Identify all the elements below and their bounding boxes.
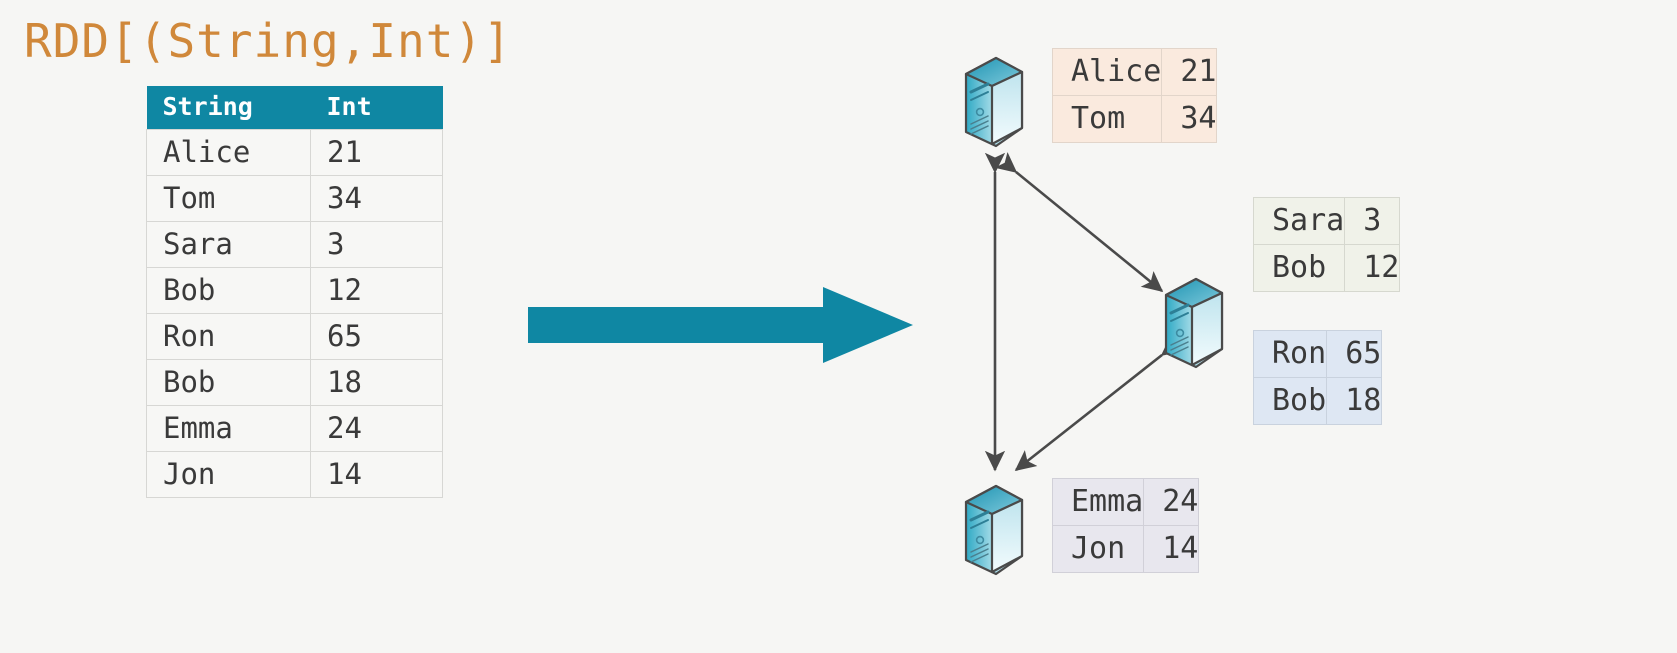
table-row: Bob 18: [1252, 377, 1383, 425]
cell-value: 3: [1344, 197, 1401, 245]
cell-key: Jon: [1051, 525, 1145, 573]
page-title: RDD[(String,Int)]: [24, 14, 512, 68]
cell-key: Ron: [1252, 330, 1328, 378]
cell-value: 65: [310, 313, 443, 360]
cell-key: Sara: [1252, 197, 1346, 245]
column-header-int: Int: [310, 86, 443, 130]
table-row: Sara 3: [1252, 197, 1401, 245]
cell-value: 24: [310, 405, 443, 452]
cell-value: 18: [310, 359, 443, 406]
connector-top-to-middle: [994, 151, 1164, 293]
cell-value: 12: [310, 267, 443, 314]
table-row: Emma 24: [146, 405, 443, 452]
table-header-row: String Int: [146, 86, 443, 130]
table-row: Tom 34: [146, 175, 443, 222]
cell-value: 14: [310, 451, 443, 498]
table-row: Ron 65: [1252, 330, 1383, 378]
table-row: Bob 12: [146, 267, 443, 314]
cell-value: 21: [1161, 48, 1218, 96]
cell-key: Emma: [146, 405, 311, 452]
cell-value: 34: [1161, 95, 1218, 143]
cell-value: 24: [1143, 478, 1200, 526]
table-row: Alice 21: [1051, 48, 1218, 96]
table-row: Sara 3: [146, 221, 443, 268]
table-row: Jon 14: [146, 451, 443, 498]
server-icon: [964, 56, 1024, 148]
cell-key: Bob: [1252, 244, 1346, 292]
cell-key: Tom: [1051, 95, 1163, 143]
partition-table-1: Alice 21 Tom 34: [1051, 48, 1218, 143]
table-row: Jon 14: [1051, 525, 1200, 573]
cell-value: 34: [310, 175, 443, 222]
cell-key: Alice: [1051, 48, 1163, 96]
cluster-connectors: [984, 151, 1184, 472]
partition-table-4: Emma 24 Jon 14: [1051, 478, 1200, 573]
table-row: Ron 65: [146, 313, 443, 360]
table-row: Bob 12: [1252, 244, 1401, 292]
table-row: Tom 34: [1051, 95, 1218, 143]
cluster-diagram: Alice 21 Tom 34: [940, 30, 1677, 630]
cell-value: 21: [310, 129, 443, 176]
cell-key: Bob: [1252, 377, 1328, 425]
cell-key: Emma: [1051, 478, 1145, 526]
cell-value: 3: [310, 221, 443, 268]
cell-value: 14: [1143, 525, 1200, 573]
server-icon: [964, 484, 1024, 576]
connector-middle-to-bottom: [1014, 335, 1184, 472]
cell-key: Tom: [146, 175, 311, 222]
right-arrow-icon: [528, 287, 913, 363]
source-rdd-table: String Int Alice 21 Tom 34 Sara 3 Bob 12…: [146, 86, 443, 498]
cell-key: Bob: [146, 267, 311, 314]
cell-key: Ron: [146, 313, 311, 360]
cell-key: Bob: [146, 359, 311, 406]
table-row: Bob 18: [146, 359, 443, 406]
cell-value: 12: [1344, 244, 1401, 292]
table-row: Emma 24: [1051, 478, 1200, 526]
cell-value: 18: [1326, 377, 1383, 425]
cell-value: 65: [1326, 330, 1383, 378]
partition-table-3: Ron 65 Bob 18: [1252, 330, 1383, 425]
cell-key: Jon: [146, 451, 311, 498]
column-header-string: String: [146, 86, 311, 130]
cell-key: Alice: [146, 129, 311, 176]
partition-table-2: Sara 3 Bob 12: [1252, 197, 1401, 292]
server-icon: [1164, 277, 1224, 369]
cell-key: Sara: [146, 221, 311, 268]
table-row: Alice 21: [146, 129, 443, 176]
